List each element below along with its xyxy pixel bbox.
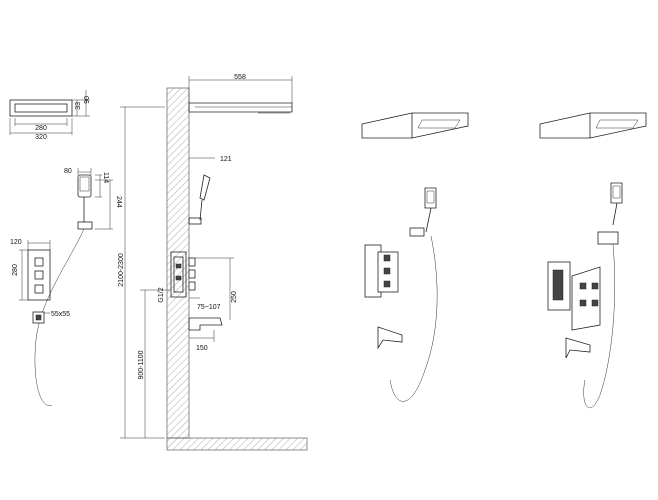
valve-panel-front-view: 120 280 (10, 239, 51, 301)
valve-body-side-view: G1/2 75~107 250 (158, 251, 238, 320)
isometric-system-a (361, 112, 469, 402)
dim-panel-120: 120 (10, 239, 22, 246)
dim-hose-121: 121 (220, 156, 232, 163)
dim-spout-250: 250 (231, 291, 238, 303)
dim-head-280: 280 (35, 125, 47, 132)
dim-inlet-thread: G1/2 (158, 287, 165, 302)
wall-section (166, 87, 308, 451)
dim-height-valve: 900-1100 (138, 350, 145, 379)
spout-side-view: 150 (188, 317, 223, 352)
height-dimensions: 2100-2300 900-1100 (118, 106, 170, 439)
dim-hand-244: 244 (115, 196, 122, 208)
shower-arm-side-view: 558 (188, 74, 293, 114)
dim-head-33: 33 (75, 102, 82, 110)
dim-hand-114: 114 (102, 172, 109, 183)
handshower-side-view: 121 (188, 156, 232, 225)
wall-holder-view: 55x55 (32, 311, 70, 324)
isometric-system-b (539, 112, 647, 409)
dim-spout-150: 150 (196, 345, 208, 352)
handshower-dimension-view: 80 114 244 (34, 168, 122, 406)
dim-head-90: 90 (84, 96, 91, 104)
dim-height-top: 2100-2300 (118, 253, 125, 287)
dim-arm-558: 558 (234, 74, 246, 81)
dim-valve-depth: 75~107 (197, 304, 221, 311)
rain-head-top-view: 33 90 280 320 (9, 90, 91, 141)
dim-hand-80: 80 (64, 168, 72, 175)
dim-head-320: 320 (35, 134, 47, 141)
dim-panel-280: 280 (12, 264, 19, 276)
dim-holder: 55x55 (51, 311, 70, 318)
